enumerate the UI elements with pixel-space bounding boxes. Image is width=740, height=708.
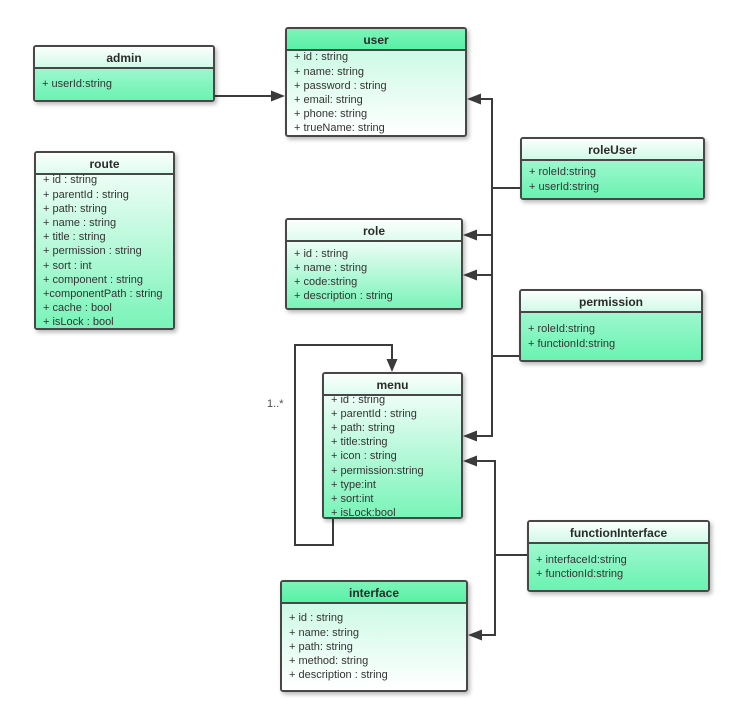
attribute: + id : string <box>294 247 349 260</box>
entity-roleuser[interactable]: roleUser + roleId:string+ userId:string <box>520 137 705 200</box>
entity-permission-attributes: + roleId:string+ functionId:string <box>521 313 701 360</box>
entity-admin-title: admin <box>35 47 213 69</box>
attribute: + title : string <box>43 231 106 244</box>
attribute: + roleId:string <box>528 323 595 336</box>
attribute: + id : string <box>331 396 386 406</box>
entity-functioninterface-attributes: + interfaceId:string + functionId:string <box>529 544 708 590</box>
entity-menu-title: menu <box>324 374 461 396</box>
entity-functioninterface[interactable]: functionInterface + interfaceId:string+ … <box>527 520 710 592</box>
entity-roleuser-title: roleUser <box>522 139 703 161</box>
attribute: + parentId : string <box>331 407 417 420</box>
attribute: + code:string <box>294 276 358 288</box>
attribute: + interfaceId:string <box>536 553 627 566</box>
attribute: + permission : string <box>43 245 142 258</box>
attribute: + sort : int <box>43 259 92 272</box>
attribute: + roleId:string <box>529 166 596 179</box>
entity-interface-title: interface <box>282 582 466 604</box>
attribute: + email: string <box>294 94 363 106</box>
attribute: + id : string <box>294 51 349 64</box>
entity-admin[interactable]: admin + userId:string <box>33 45 215 102</box>
multiplicity-label: 1..* <box>266 398 285 410</box>
entity-permission-title: permission <box>521 291 701 313</box>
attribute: + title:string <box>331 436 388 449</box>
attribute: + id : string <box>289 612 344 625</box>
attribute: +componentPath : string <box>43 288 163 301</box>
attribute: + functionId:string <box>528 337 616 350</box>
connector-permission-role <box>463 235 519 357</box>
entity-admin-attributes: + userId:string <box>35 69 213 100</box>
attribute: + path: string <box>289 640 353 653</box>
attribute: + component : string <box>43 273 143 286</box>
attribute: + name : string <box>43 217 117 229</box>
entity-menu[interactable]: menu + id : string+ parentId : string + p… <box>322 372 463 519</box>
connector-roleuser-role <box>463 188 493 241</box>
attribute: + name: string <box>294 65 365 78</box>
attribute: + name : string <box>294 261 368 274</box>
entity-functioninterface-title: functionInterface <box>529 522 708 544</box>
attribute: + type:int <box>331 478 376 491</box>
attribute: + userId:string <box>529 180 600 193</box>
attribute: + description : string <box>289 669 388 682</box>
attribute: + description : string <box>294 290 393 303</box>
attribute: + parentId : string <box>43 188 129 201</box>
entity-interface-attributes: + id : string+ name: string+ path: strin… <box>282 604 466 690</box>
entity-role-attributes: + id : string+ name : string + code:strin… <box>287 242 461 308</box>
attribute: + sort:int <box>331 493 374 506</box>
entity-menu-attributes: + id : string+ parentId : string + path: … <box>324 396 461 517</box>
entity-user-title: user <box>287 29 465 51</box>
entity-user-attributes: + id : string+ name: string+ password : … <box>287 51 465 135</box>
attribute: + id : string <box>43 175 98 187</box>
attribute: + isLock:bool <box>331 507 396 517</box>
attribute: + userId:string <box>42 78 113 91</box>
entity-user[interactable]: user + id : string+ name: string+ passwo… <box>285 27 467 137</box>
entity-roleuser-attributes: + roleId:string+ userId:string <box>522 161 703 198</box>
connector-menu-self <box>294 344 398 546</box>
attribute: + icon : string <box>331 450 397 463</box>
connector-permission-menu <box>463 356 493 442</box>
connector-functioninterface-menu <box>463 455 527 556</box>
attribute: + permission:string <box>331 464 424 477</box>
attribute: + password : string <box>294 79 387 92</box>
connector-admin-user <box>215 90 285 102</box>
entity-route-title: route <box>36 153 173 175</box>
entity-interface[interactable]: interface + id : string+ name: string+ p… <box>280 580 468 692</box>
attribute: + trueName: string <box>294 122 385 135</box>
entity-permission[interactable]: permission + roleId:string+ functionId:s… <box>519 289 703 362</box>
attribute: + isLock : bool <box>43 316 114 328</box>
attribute: + path: string <box>43 202 107 215</box>
attribute: + method: string <box>289 655 369 668</box>
entity-route[interactable]: route + id : string+ parentId : string+ … <box>34 151 175 330</box>
attribute: + name: string <box>289 626 360 639</box>
attribute: + cache : bool <box>43 302 112 315</box>
attribute: + path: string <box>331 422 395 434</box>
connector-roleuser-user <box>467 93 520 189</box>
connector-functioninterface-interface <box>468 555 496 641</box>
entity-role-title: role <box>287 220 461 242</box>
entity-route-attributes: + id : string+ parentId : string+ path: … <box>36 175 173 328</box>
entity-role[interactable]: role + id : string+ name : string + code:… <box>285 218 463 310</box>
attribute: + phone: string <box>294 108 368 121</box>
attribute: + functionId:string <box>536 568 624 580</box>
